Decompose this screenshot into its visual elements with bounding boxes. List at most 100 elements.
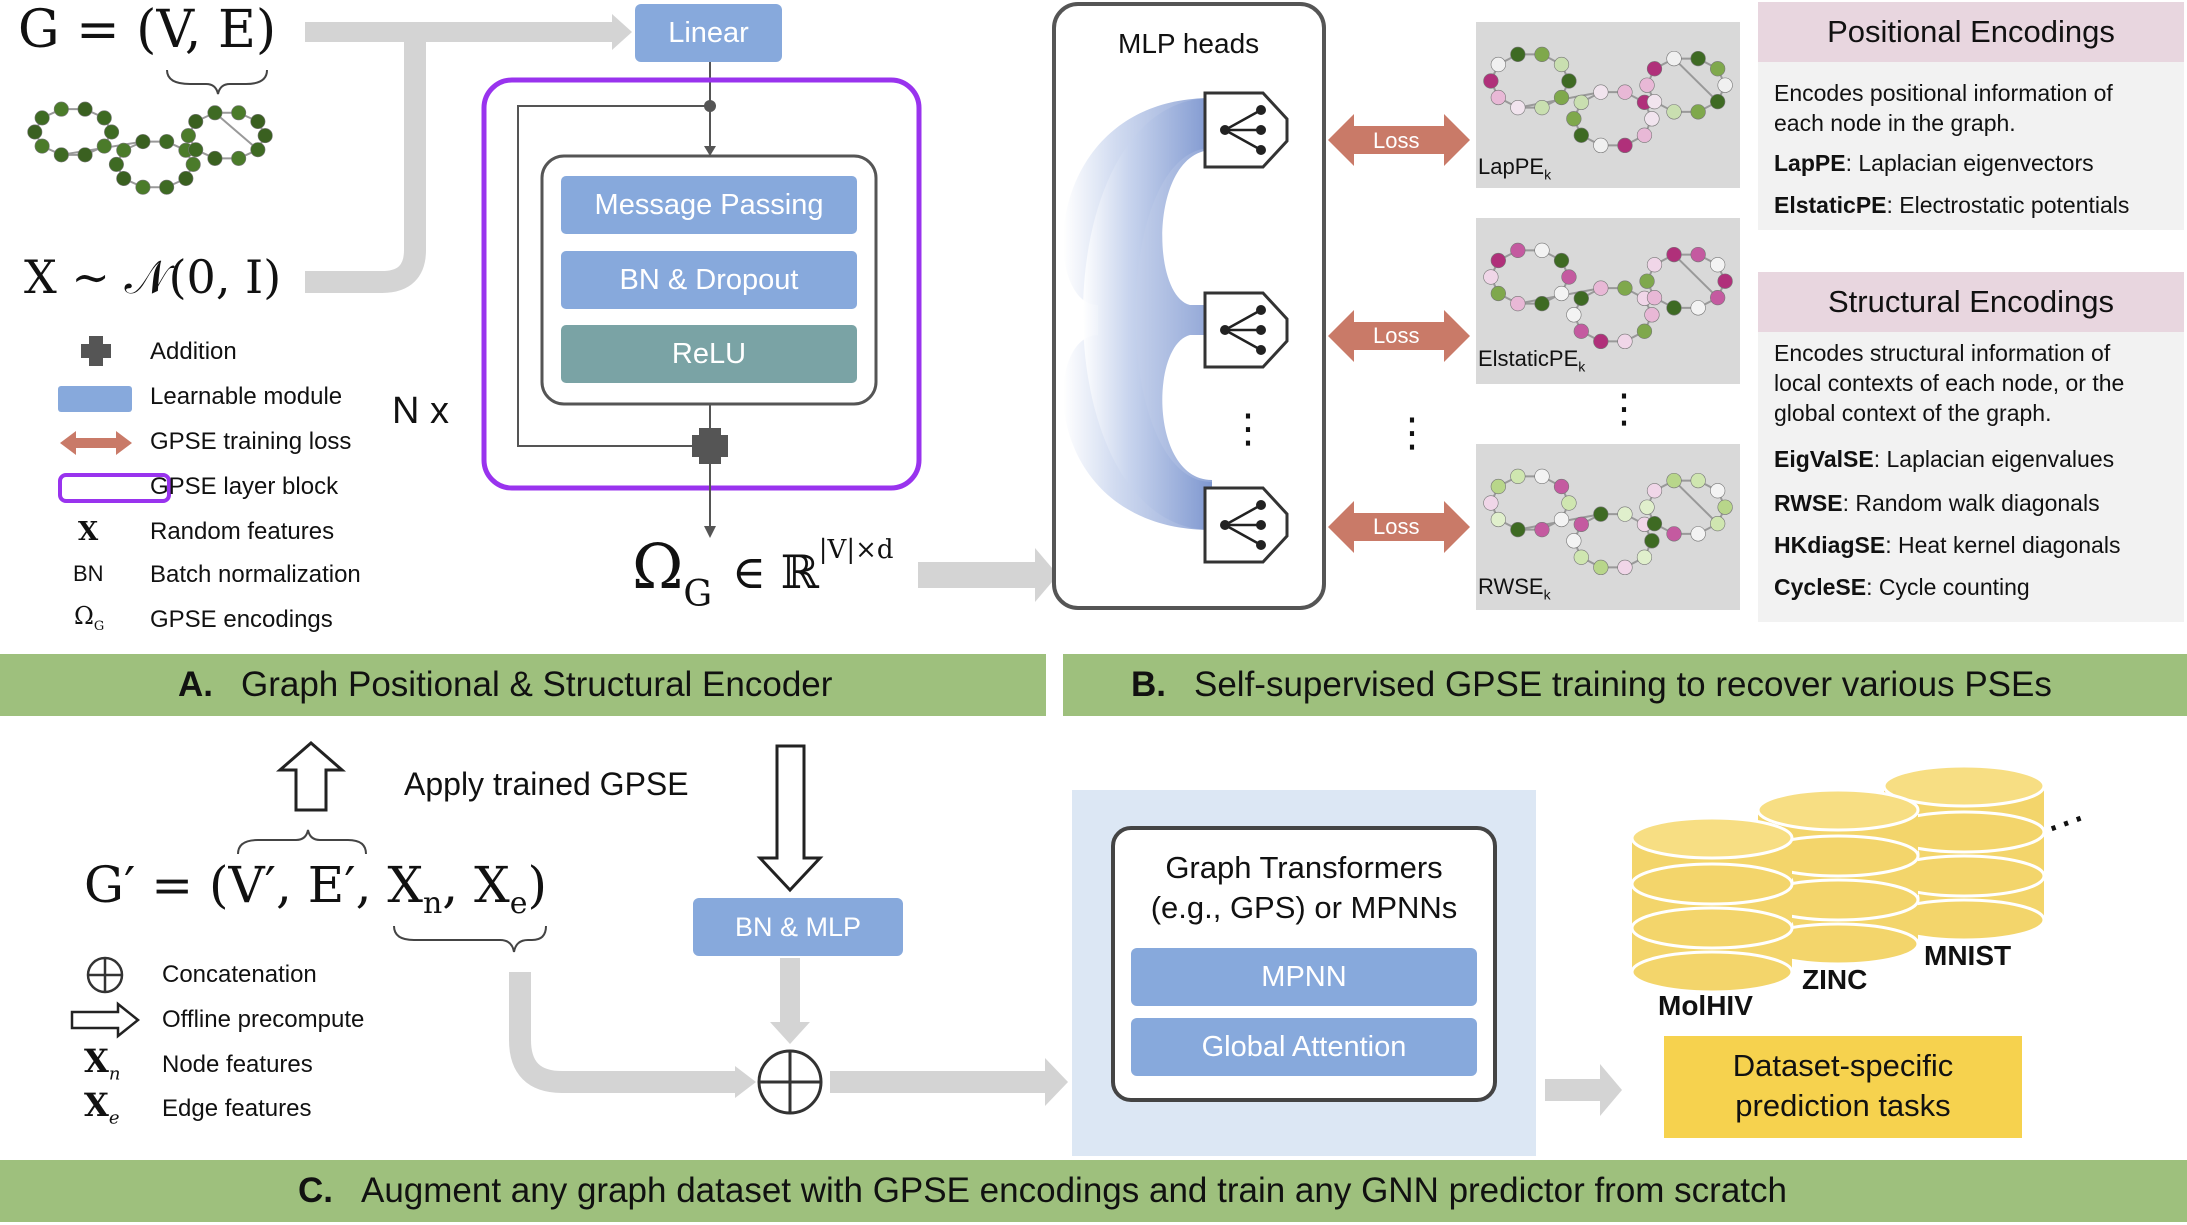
- head-output-node: [1256, 540, 1266, 550]
- cylinder-bottom: [1630, 906, 1794, 950]
- se-item-rwse-desc: : Random walk diagonals: [1842, 490, 2100, 516]
- graph-node: [188, 113, 204, 129]
- legend-offline-precompute: Offline precompute: [162, 1006, 365, 1033]
- se-item-rwse: RWSE: Random walk diagonals: [1774, 490, 2100, 517]
- graph-node: [1561, 495, 1577, 511]
- features-to-linear-connector: [305, 32, 426, 293]
- graph-node: [135, 179, 151, 195]
- graph-edge: [1673, 253, 1719, 299]
- message-passing-box: [561, 176, 857, 234]
- positional-encodings-body: [1758, 62, 2184, 230]
- loss-ellipsis: ⋮: [1392, 411, 1432, 455]
- graph-node: [77, 147, 93, 163]
- graph-node: [1690, 246, 1706, 263]
- graph-node: [1666, 104, 1682, 120]
- graph-node: [1646, 61, 1663, 77]
- dataset-zinc: ZINC: [1802, 964, 1868, 995]
- graph-node: [1666, 50, 1682, 67]
- cylinder-top: [1756, 788, 1920, 832]
- model-title-line-1: Graph Transformers: [1165, 850, 1443, 885]
- relu-label: ReLU: [671, 337, 747, 370]
- loss-label-2: Loss: [1373, 323, 1420, 348]
- panel-a-title: Graph Positional & Structural Encoder: [241, 665, 833, 704]
- legend-random-features: Random features: [150, 518, 335, 545]
- graph-node: [1510, 46, 1526, 62]
- graph-node: [1573, 94, 1589, 110]
- graph-node: [1566, 307, 1582, 323]
- legend-addition: Addition: [150, 338, 237, 365]
- graph-node: [1666, 246, 1682, 263]
- legend-x-symbol: X: [78, 517, 99, 547]
- legend-plus-icon: [81, 336, 111, 366]
- legend-node-features: Node features: [162, 1051, 313, 1078]
- offline-precompute-down-arrow: [756, 744, 824, 893]
- gpse-layer-block: [481, 77, 922, 491]
- legend-loss-arrow: [60, 431, 132, 455]
- graph-node: [1639, 77, 1655, 93]
- heads-ellipsis: ⋮: [1228, 407, 1268, 451]
- pe-item-lappe-key: LapPE: [1774, 150, 1846, 176]
- legend-xn-x: X: [84, 1042, 109, 1080]
- graph-node: [1553, 285, 1570, 302]
- se-item-cyclese: CycleSE: Cycle counting: [1774, 574, 2030, 601]
- mlp-head-icons: [1203, 91, 1289, 564]
- graph-node: [1561, 269, 1577, 285]
- graph-node: [116, 171, 132, 187]
- graph-node: [1593, 559, 1609, 576]
- head-output-node: [1256, 125, 1266, 135]
- graph-node: [250, 113, 266, 129]
- pe-item-lappe: LapPE: Laplacian eigenvectors: [1774, 150, 2094, 177]
- graph-node: [1561, 73, 1577, 89]
- se-desc-line-1: Encodes structural information of: [1774, 340, 2111, 366]
- bn-mlp-box: [693, 898, 903, 956]
- panel-c-title: Augment any graph dataset with GPSE enco…: [361, 1171, 1787, 1210]
- graph-node: [159, 179, 175, 195]
- head-edge: [1224, 128, 1262, 152]
- panel-c-letter: C.: [298, 1171, 333, 1210]
- graph-node: [1510, 242, 1526, 258]
- mlp-head-icon: [1203, 291, 1289, 369]
- legend-gpse-encodings: GPSE encodings: [150, 606, 333, 633]
- graph-node: [1490, 478, 1506, 495]
- graph-node: [1553, 478, 1570, 495]
- graph-node: [1534, 468, 1550, 484]
- graph-node: [1534, 46, 1550, 62]
- graph-mid-text: , X: [442, 856, 510, 914]
- legend-xn-sub: n: [108, 1063, 121, 1085]
- pe-desc-line-2: each node in the graph.: [1774, 110, 2016, 136]
- graph-node: [1646, 94, 1663, 110]
- graph-node: [77, 101, 93, 117]
- pe-item-elstaticpe: ElstaticPE: Electrostatic potentials: [1774, 192, 2129, 219]
- cylinder-bottom: [1630, 862, 1794, 906]
- se-item-eigvalse-desc: : Laplacian eigenvalues: [1873, 446, 2115, 472]
- input-graph-formula: G = (V, E): [18, 0, 277, 60]
- pe-item-elstaticpe-desc: : Electrostatic potentials: [1886, 192, 2130, 218]
- graph-node: [1573, 516, 1589, 532]
- global-attention-label: Global Attention: [1201, 1030, 1407, 1063]
- graph-edge: [1673, 57, 1719, 103]
- output-space: ∈ ℝ: [731, 545, 819, 599]
- graph-node: [180, 128, 196, 144]
- graph-node: [96, 110, 112, 126]
- legend-edge-features: Edge features: [162, 1095, 312, 1122]
- bn-mlp-label: BN & MLP: [734, 911, 862, 942]
- graph-node: [1573, 127, 1589, 143]
- head-output-node: [1256, 500, 1266, 510]
- loss-double-arrow: [1328, 501, 1470, 553]
- graph-node: [1636, 323, 1653, 339]
- head-output-node: [1256, 145, 1266, 155]
- head-input-node: [1220, 125, 1230, 135]
- graph-node: [1510, 296, 1526, 312]
- graph-node: [1646, 290, 1663, 306]
- panel-a-letter: A.: [178, 665, 213, 704]
- graph-node: [27, 124, 43, 140]
- structural-encodings-body: [1758, 332, 2184, 622]
- graph-edge: [214, 112, 259, 151]
- graph-node: [1534, 522, 1550, 538]
- graph-node: [53, 147, 69, 163]
- panel-c-banner: C. Augment any graph dataset with GPSE e…: [0, 1160, 2187, 1222]
- repeat-label: N x: [392, 390, 449, 432]
- head-output-node: [1256, 520, 1266, 530]
